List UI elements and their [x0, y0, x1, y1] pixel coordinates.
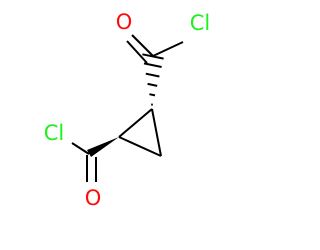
- upper-co-double-bond-line-1: [131, 34, 154, 57]
- ring-bond-left-to-bottom: [118, 136, 162, 157]
- lower-carbonyl-group: [71, 142, 97, 182]
- upper-co-double-bond-line-2: [126, 40, 148, 64]
- chlorine-atom-label-top: Cl: [190, 11, 211, 35]
- oxygen-atom-label-bottom: O: [85, 186, 102, 210]
- cyclopropane-ring: [118, 108, 162, 157]
- molecule-structure-diagram: O Cl Cl O: [44, 10, 211, 210]
- upper-c-cl-bond: [152, 41, 184, 57]
- ring-bond-top-to-bottom: [151, 108, 162, 157]
- hashed-wedge-bond: [142, 53, 164, 106]
- oxygen-atom-label-top: O: [116, 10, 133, 34]
- upper-carbonyl-group: [126, 34, 184, 64]
- ring-bond-top-to-left: [118, 108, 153, 138]
- chlorine-atom-label-left: Cl: [44, 121, 65, 145]
- lower-c-cl-bond: [71, 142, 90, 155]
- solid-wedge-bond: [87, 137, 119, 157]
